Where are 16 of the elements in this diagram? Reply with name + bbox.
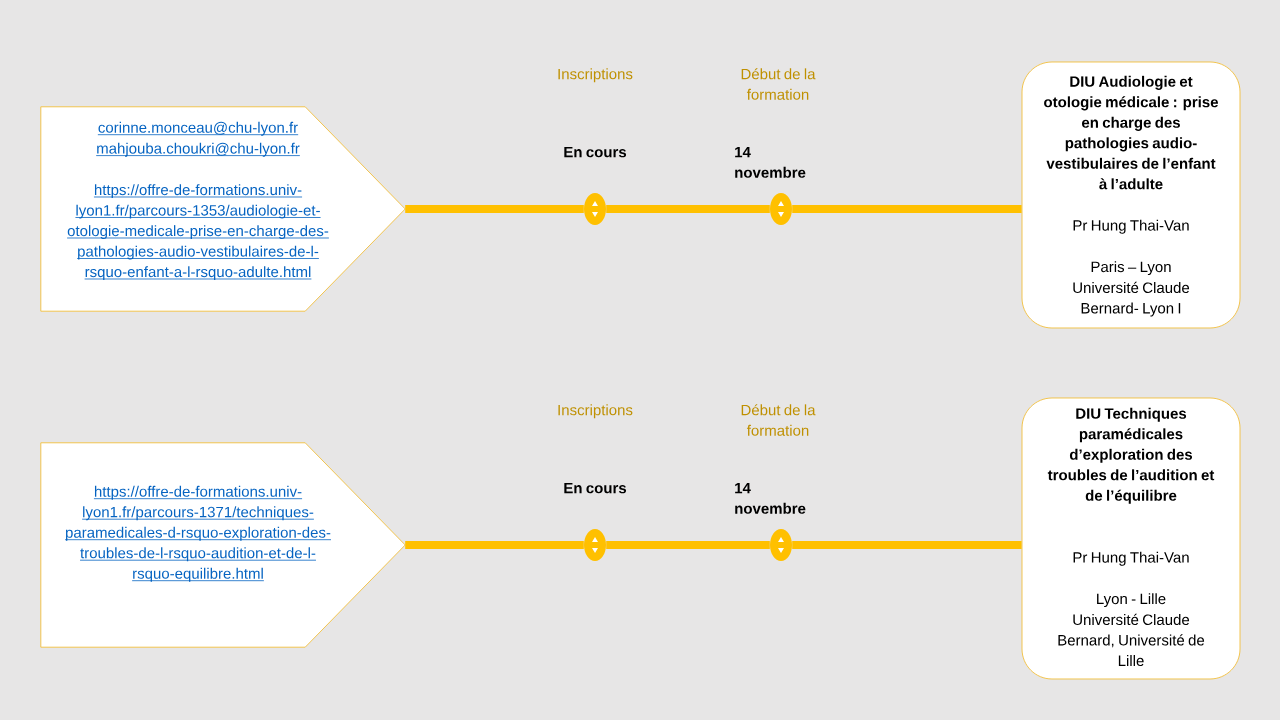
milestone-marker (770, 529, 792, 561)
link-box: https://offre-de-formations.univ-lyon1.fr/parcours-1371/techniques-paramedicales-d-rsquo-exploration-des-troubles-de-l-rsquo-audition-et-de-l-rsquo-equilibre.html (40, 442, 406, 648)
milestone-heading: Inscriptions (558, 68, 633, 83)
milestone-heading: Inscriptions (558, 404, 633, 419)
milestone-detail: En cours (564, 482, 627, 494)
milestone-heading: Début de la formation (741, 68, 816, 100)
milestone-marker (584, 529, 606, 561)
course-box: DIU Audiologie et otologie médicale : prise en charge des pathologies audio-vestibulaires de l’enfant à l’adulte Pr Hung Thai-Van Paris – Lyon Université Claude Bernard- Lyon I (1021, 61, 1241, 329)
milestone-detail: 14 novembre (735, 146, 806, 178)
course-box: DIU Techniques paramédicales d’exploration des troubles de l’audition et de l’équilibre Pr Hung Thai-Van Lyon - Lille Université Claude Bernard, Université de Lille (1021, 397, 1241, 680)
link-box: corinne.monceau@chu-lyon.fr mahjouba.choukri@chu-lyon.fr https://offre-de-formations.univ-lyon1.fr/parcours-1353/audiologie-et-otologie-medicale-prise-en-charge-des-pathologies-audio-vestibulaires-de-l-rsquo-enfant-a-l-rsquo-adulte.html (40, 106, 406, 312)
milestone-heading: Début de la formation (741, 404, 816, 436)
milestone-detail: En cours (564, 146, 627, 158)
milestone-marker (584, 193, 606, 225)
milestone-marker (770, 193, 792, 225)
milestone-detail: 14 novembre (735, 482, 806, 514)
